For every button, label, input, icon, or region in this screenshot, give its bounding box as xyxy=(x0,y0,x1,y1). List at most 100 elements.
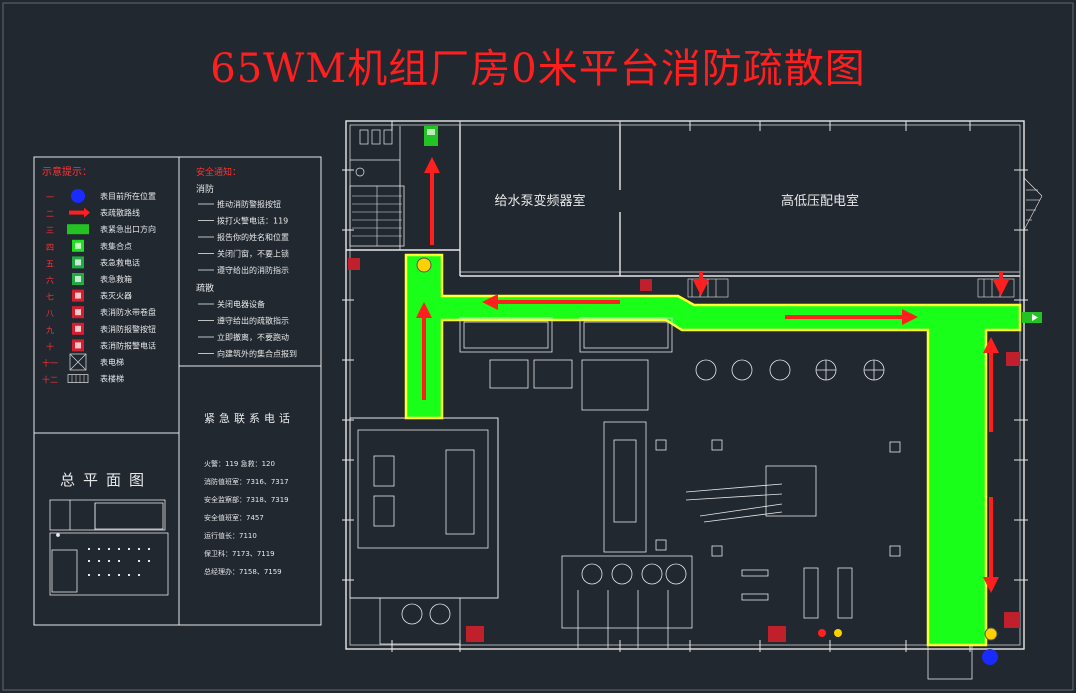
corridor-stairs xyxy=(687,278,1015,298)
fire-hose-reel-icon xyxy=(1006,352,1020,366)
legend-item: 四 表集合点 xyxy=(46,239,132,252)
safety-step: 拨打火警电话：119 xyxy=(217,216,288,226)
fire-equipment-markers xyxy=(348,258,1020,642)
fire-alarm-button-icon xyxy=(72,322,84,335)
contacts-header: 紧急联系电话 xyxy=(204,411,294,425)
legend-item: 八 表消防水带卷盘 xyxy=(46,306,156,319)
legend-item: 十二 表楼梯 xyxy=(42,374,124,385)
fire-extinguisher-icon xyxy=(72,289,84,302)
legend-number: 二 xyxy=(46,210,54,219)
safety-step: 报告你的姓名和位置 xyxy=(217,232,289,242)
contact-line: 保卫科：7173、7119 xyxy=(204,549,275,558)
safety-step: 遵守给出的消防指示 xyxy=(217,265,289,275)
room-label-power: 高低压配电室 xyxy=(781,193,859,209)
restroom-fixtures xyxy=(350,129,400,177)
emergency-exit-sign-icon xyxy=(1022,312,1042,323)
contacts-list: 火警：119 急救：120 消防值班室：7316、7317 安全监察部：7318、7… xyxy=(204,459,289,576)
legend-number: 一 xyxy=(46,193,54,202)
legend-item: 五 表急救电话 xyxy=(46,256,140,269)
evacuation-arrows xyxy=(416,157,1009,593)
legend-label: 表急救电话 xyxy=(100,257,140,267)
fire-alarm-button-icon xyxy=(1004,612,1020,628)
legend-item: 六 表急救箱 xyxy=(46,273,132,285)
legend-item: 十 表消防报警电话 xyxy=(46,339,156,352)
building-walls xyxy=(345,120,1025,680)
equipment xyxy=(373,317,901,648)
legend-number: 三 xyxy=(46,226,54,235)
safety-step: 推动消防警报按钮 xyxy=(217,199,281,209)
current-location-icon xyxy=(982,649,998,665)
legend-number: 十 xyxy=(46,341,54,351)
safety-step: 关闭门窗，不要上锁 xyxy=(217,249,289,259)
legend-label: 表消防报警电话 xyxy=(100,340,156,350)
fire-hose-reel-icon xyxy=(466,626,484,642)
legend-list: 一表目前所在位置二表疏散路线三表紧急出口方向四表集合点五表急救电话六表急救箱七表… xyxy=(42,189,156,385)
legend-label: 表灭火器 xyxy=(100,291,132,301)
contact-line: 安全值班室：7457 xyxy=(204,513,264,522)
legend-item: 三 表紧急出口方向 xyxy=(46,224,156,235)
fire-hose-reel-icon xyxy=(768,626,786,642)
safety-step: 关闭电器设备 xyxy=(217,299,265,309)
legend-item: 一 表目前所在位置 xyxy=(46,189,156,203)
assembly-point-icon xyxy=(984,627,998,641)
safety-step: 遵守给出的疏散指示 xyxy=(217,316,289,326)
contact-line: 运行值长：7110 xyxy=(204,531,257,540)
legend-label: 表楼梯 xyxy=(100,374,124,384)
fire-alarm-phone-icon xyxy=(72,339,84,352)
legend-number: 六 xyxy=(46,275,54,285)
staircase-icon xyxy=(67,374,89,384)
room-label-pump: 给水泵变频器室 xyxy=(494,193,585,209)
legend-panel xyxy=(33,156,322,626)
fire-heading: 消防 xyxy=(196,183,214,195)
legend-item: 九 表消防报警按钮 xyxy=(46,322,156,335)
elevator-icon xyxy=(69,353,87,371)
legend-label: 表紧急出口方向 xyxy=(100,224,156,234)
evacuation-route xyxy=(404,253,1022,647)
first-aid-phone-icon xyxy=(72,256,84,269)
legend-header: 示意提示： xyxy=(42,165,92,178)
contact-line: 总经理办：7158、7159 xyxy=(204,567,282,576)
legend-number: 十二 xyxy=(42,375,58,385)
fire-hose-reel-icon xyxy=(72,306,84,319)
legend-label: 表疏散路线 xyxy=(100,208,140,218)
contact-line: 火警：119 急救：120 xyxy=(204,459,275,468)
wall-columns xyxy=(342,121,1028,652)
staircase-top-left xyxy=(352,186,402,246)
evacuation-arrow-icon xyxy=(69,207,90,218)
legend-number: 九 xyxy=(46,326,54,335)
emergency-exit-sign-icon xyxy=(424,126,438,146)
legend-item: 七 表灭火器 xyxy=(46,289,132,302)
alarm-indicator-icon xyxy=(834,629,842,637)
legend-label: 表消防水带卷盘 xyxy=(100,307,156,317)
legend-number: 十一 xyxy=(42,358,58,368)
contact-line: 安全监察部：7318、7319 xyxy=(204,495,289,504)
site-plan-drawing xyxy=(49,499,169,596)
safety-step: 向建筑外的集合点报到 xyxy=(217,349,297,359)
legend-number: 八 xyxy=(46,309,54,318)
exterior-stair-right xyxy=(1023,177,1043,231)
legend-number: 七 xyxy=(46,293,54,302)
page-title: 65WM机组厂房0米平台消防疏散图 xyxy=(210,46,866,92)
legend-label: 表电梯 xyxy=(100,357,124,367)
legend-label: 表集合点 xyxy=(100,241,132,251)
legend-item: 二 表疏散路线 xyxy=(46,207,140,219)
emergency-exit-sign-icon xyxy=(67,224,89,235)
legend-label: 表目前所在位置 xyxy=(100,191,156,201)
legend-number: 四 xyxy=(46,243,54,252)
safety-header: 安全通知： xyxy=(196,166,241,178)
legend-label: 表消防报警按钮 xyxy=(100,324,156,334)
legend-number: 五 xyxy=(46,259,54,268)
assembly-point-icon xyxy=(416,257,432,273)
alarm-indicator-icon xyxy=(818,629,826,637)
first-aid-kit-icon xyxy=(72,273,84,285)
safety-step: 立即撤离，不要跑动 xyxy=(217,332,289,342)
contact-line: 消防值班室：7316、7317 xyxy=(204,477,289,486)
assembly-point-icon xyxy=(72,239,84,252)
fire-extinguisher-icon xyxy=(640,279,652,291)
evac-heading: 疏散 xyxy=(196,282,214,294)
legend-label: 表急救箱 xyxy=(100,274,132,284)
legend-item: 十一 表电梯 xyxy=(42,353,124,371)
